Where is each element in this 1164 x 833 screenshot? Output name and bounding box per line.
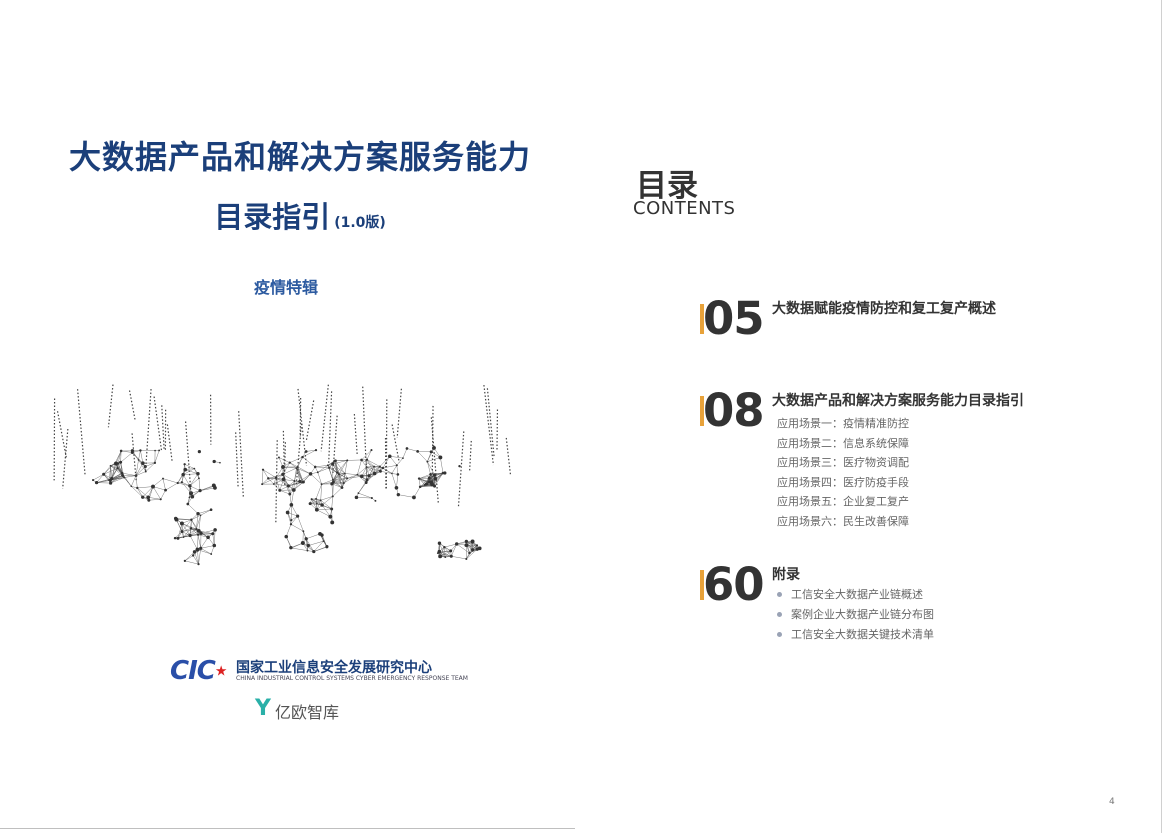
world-network-map (36, 378, 536, 588)
divider (0, 828, 575, 829)
world-map-graphic (53, 384, 512, 566)
page-edge (1161, 0, 1162, 833)
list-item[interactable]: 应用场景五：企业复工复产 (777, 495, 909, 508)
yiou-name: 亿欧智库 (275, 703, 340, 722)
cic-logo: CIC★ (170, 656, 228, 686)
appendix-list: 工信安全大数据产业链概述 案例企业大数据产业链分布图 工信安全大数据关键技术清单 (777, 585, 934, 645)
version-label: (1.0版) (334, 215, 386, 231)
org-name-cn: 国家工业信息安全发展研究中心 (236, 660, 432, 676)
list-item[interactable]: 应用场景二：信息系统保障 (777, 436, 909, 450)
list-item[interactable]: 应用场景三：医疗物资调配 (777, 456, 909, 469)
toc-title-en: CONTENTS (633, 198, 736, 219)
page-number: 4 (1109, 797, 1115, 807)
toc-page-number: 05 (703, 292, 765, 345)
cover-subtitle-text: 目录指引 (214, 200, 331, 234)
org-name-en: CHINA INDUSTRIAL CONTROL SYSTEMS CYBER E… (236, 675, 468, 682)
accent-bar (700, 304, 704, 334)
bullet-icon (777, 631, 782, 637)
toc-page-number: 60 (703, 558, 765, 611)
scenario-list: 应用场景一：疫情精准防控 应用场景二：信息系统保障 应用场景三：医疗物资调配 应… (777, 414, 909, 531)
cover-title: 大数据产品和解决方案服务能力 (68, 138, 531, 176)
list-item-label: 案例企业大数据产业链分布图 (791, 608, 934, 621)
list-item[interactable]: 案例企业大数据产业链分布图 (777, 605, 934, 625)
star-icon: ★ (214, 663, 228, 680)
list-item-label: 工信安全大数据产业链概述 (791, 588, 923, 601)
cover-subtitle: 目录指引(1.0版) (0, 194, 600, 236)
list-item[interactable]: 应用场景四：医疗防疫手段 (777, 475, 909, 489)
list-item[interactable]: 应用场景一：疫情精准防控 (777, 417, 909, 430)
bullet-icon (777, 611, 782, 617)
list-item[interactable]: 工信安全大数据关键技术清单 (777, 625, 934, 645)
list-item[interactable]: 工信安全大数据产业链概述 (777, 585, 934, 605)
list-item[interactable]: 应用场景六：民生改善保障 (777, 514, 909, 528)
toc-section-title[interactable]: 附录 (772, 567, 800, 583)
toc-page-number: 08 (703, 384, 765, 437)
network-mesh (53, 384, 512, 566)
toc-title: 目录 (636, 168, 698, 204)
special-edition-label: 疫情特辑 (253, 278, 318, 297)
toc-section-title[interactable]: 大数据赋能疫情防控和复工复产概述 (772, 301, 996, 317)
yiou-logo-icon: Y (255, 696, 271, 721)
list-item-label: 工信安全大数据关键技术清单 (791, 628, 934, 641)
toc-section-title[interactable]: 大数据产品和解决方案服务能力目录指引 (772, 393, 1024, 409)
accent-bar (700, 570, 704, 600)
cic-logo-text: CIC (170, 656, 216, 686)
bullet-icon (777, 591, 782, 597)
accent-bar (700, 396, 704, 426)
